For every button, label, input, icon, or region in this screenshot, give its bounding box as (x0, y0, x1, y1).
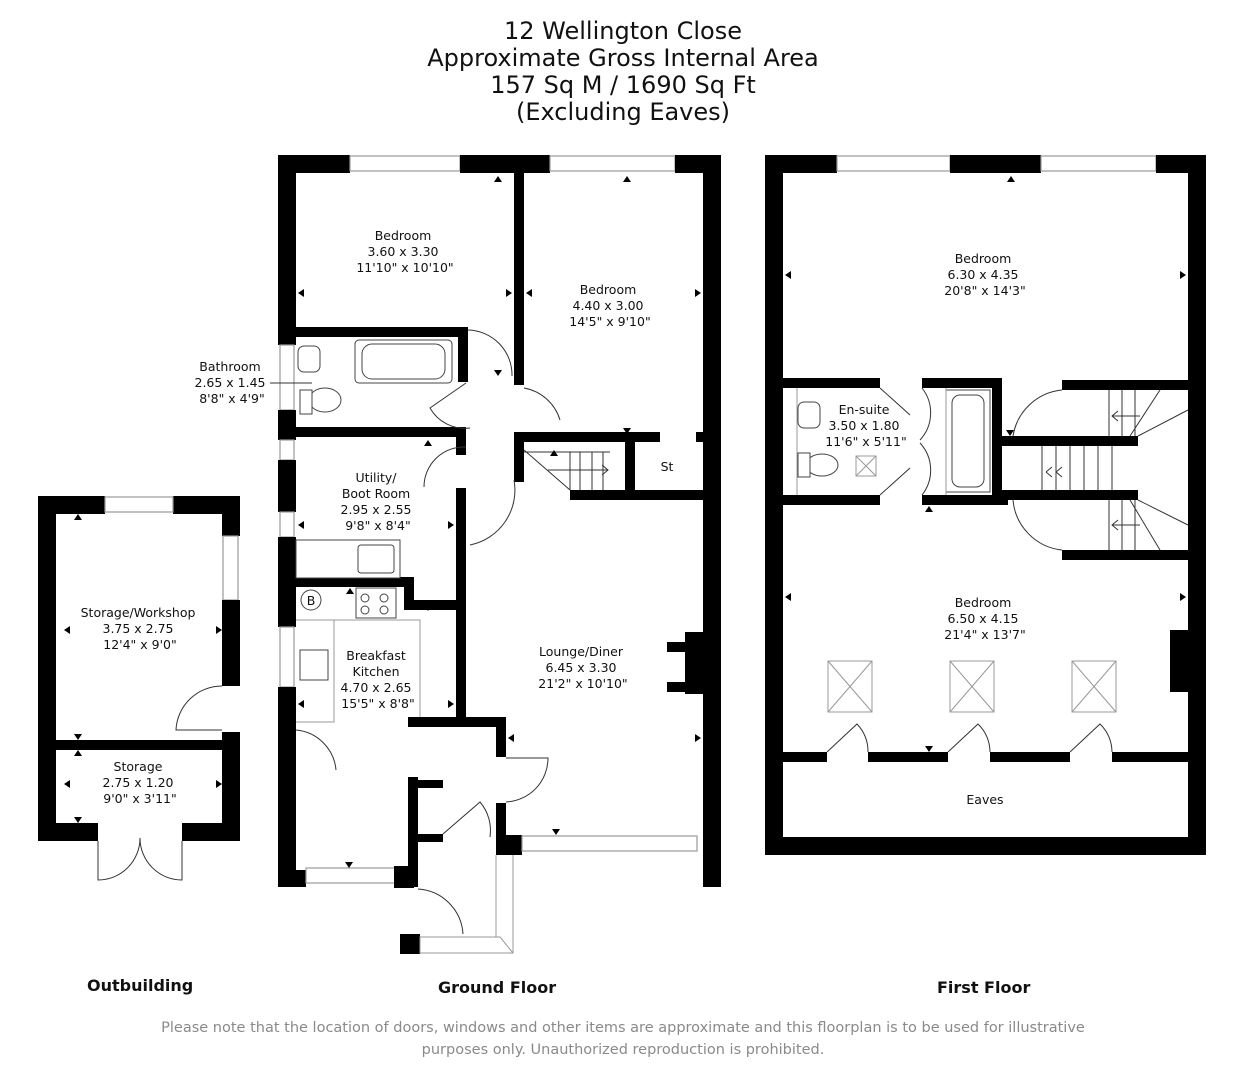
property-address: 12 Wellington Close (503, 17, 743, 45)
room-breakfast-kitchen: Breakfast Kitchen 4.70 x 2.65 15'5" x 8'… (341, 648, 416, 711)
outbuilding-plan: Storage/Workshop 3.75 x 2.75 12'4" x 9'0… (38, 496, 240, 881)
area-title: Approximate Gross Internal Area (427, 44, 819, 72)
boiler-icon (300, 589, 322, 611)
disclaimer: Please note that the location of doors, … (0, 1017, 1246, 1061)
room-storage-workshop: Storage/Workshop 3.75 x 2.75 12'4" x 9'0… (81, 605, 200, 652)
floor-label-outbuilding: Outbuilding (87, 976, 194, 995)
disclaimer-line-1: Please note that the location of doors, … (161, 1020, 1085, 1036)
room-en-suite: En-suite 3.50 x 1.80 11'6" x 5'11" (825, 402, 906, 449)
room-eaves: Eaves (966, 792, 1003, 807)
room-storage: Storage 2.75 x 1.20 9'0" x 3'11" (103, 759, 178, 806)
boiler-label: B (307, 593, 316, 608)
svg-text:Bathroom 2.65 x 1.45: Bathroom 2.65 x 1.45 8'8" x 4'9" (195, 359, 270, 406)
floor-label-ground: Ground Floor (438, 978, 557, 997)
area-value: 157 Sq M / 1690 Sq Ft (490, 71, 756, 99)
disclaimer-line-2: purposes only. Unauthorized reproduction… (421, 1042, 825, 1058)
ground-floor-plan: B St (195, 155, 721, 954)
area-note: (Excluding Eaves) (515, 98, 731, 126)
room-lounge-diner: Lounge/Diner 6.45 x 3.30 21'2" x 10'10" (538, 644, 627, 691)
store-label: St (661, 459, 674, 474)
floor-label-first: First Floor (937, 978, 1031, 997)
room-bathroom: Bathroom 2.65 x 1.45 8'8" x 4'9" (195, 359, 312, 406)
room-bedroom-first-2: Bedroom 6.50 x 4.15 21'4" x 13'7" (944, 595, 1025, 642)
room-bedroom-first-1: Bedroom 6.30 x 4.35 20'8" x 14'3" (944, 251, 1025, 298)
room-utility-boot-room: Utility/ Boot Room 2.95 x 2.55 9'8" x 8'… (341, 470, 416, 533)
plan-title-block: 12 Wellington Close Approximate Gross In… (0, 18, 1246, 126)
room-bedroom-1: Bedroom 3.60 x 3.30 11'10" x 10'10" (356, 228, 453, 275)
first-floor-plan: Bedroom 6.30 x 4.35 20'8" x 14'3" En-sui… (765, 155, 1206, 855)
room-bedroom-2: Bedroom 4.40 x 3.00 14'5" x 9'10" (569, 282, 650, 329)
